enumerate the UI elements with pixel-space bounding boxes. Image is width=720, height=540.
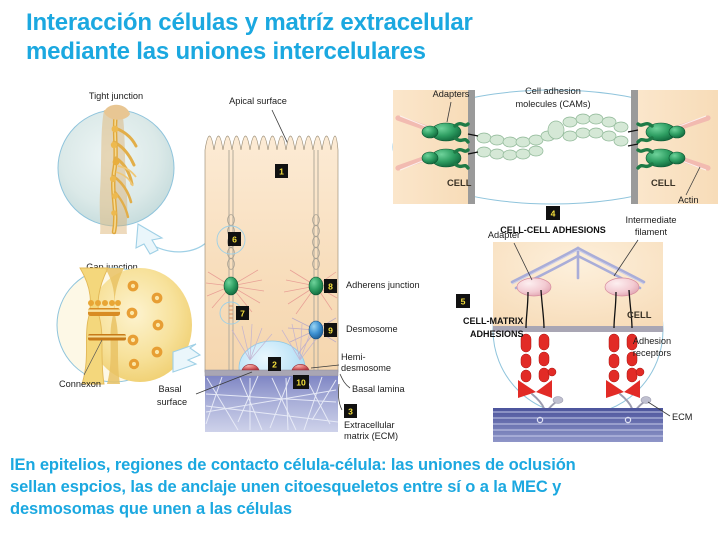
connexon-label: Connexon [59, 379, 101, 389]
svg-text:8: 8 [328, 282, 333, 292]
desmosome-right [308, 320, 324, 340]
desmosome-label: Desmosome [346, 324, 398, 334]
svg-text:6: 6 [232, 235, 237, 245]
basal-surface-label-1: Basal [159, 384, 182, 394]
marker-2: 2 [268, 357, 281, 371]
apical-surface-label: Apical surface [229, 96, 287, 106]
hemidesmosome-label-1: Hemi- [341, 352, 366, 362]
hemidesmosome-right [291, 364, 310, 371]
gap-junction-arrow [172, 343, 202, 373]
svg-text:2: 2 [272, 360, 277, 370]
caption-line-3: desmosomas que unen a las células [10, 499, 292, 518]
cams-label-2: molecules (CAMs) [515, 99, 590, 109]
cell-matrix-cell-label: CELL [627, 309, 652, 320]
ecm-label-1: Extracellular [344, 420, 395, 430]
svg-text:1: 1 [279, 167, 284, 177]
cell-left-label: CELL [447, 177, 472, 188]
epithelial-cell-panel: Apical surface [157, 96, 420, 441]
title-line-2: mediante las uniones intercelulares [26, 38, 426, 66]
intermediate-filament-label-2: filament [635, 227, 668, 237]
page-title: Interacción células y matríz extracelula… [26, 8, 666, 67]
cams-label-1: Cell adhesion [525, 86, 581, 96]
title-line-1: Interacción células y matríz extracelula… [26, 9, 473, 36]
svg-text:7: 7 [240, 309, 245, 319]
adherens-junction-right [308, 276, 324, 296]
svg-text:10: 10 [296, 378, 306, 388]
adhesion-receptors-label-2: receptors [633, 348, 672, 358]
cell-cell-adhesions-caption: CELL-CELL ADHESIONS [500, 225, 606, 235]
gap-junction-circle [56, 267, 172, 383]
svg-text:9: 9 [328, 326, 333, 336]
hemidesmosome-label-2: desmosome [341, 363, 391, 373]
adhesion-receptors-label-1: Adhesion [633, 336, 671, 346]
marker-5: 5 [456, 294, 470, 308]
svg-text:4: 4 [551, 209, 556, 219]
marker-8: 8 [324, 279, 337, 293]
hemidesmosome-left [241, 364, 260, 371]
basal-surface-label-2: surface [157, 397, 187, 407]
cell-matrix-circle [492, 244, 664, 416]
cell-matrix-caption-2: ADHESIONS [470, 329, 524, 339]
intermediate-filament-label-1: Intermediate [625, 215, 676, 225]
tight-junction-title: Tight junction [89, 91, 143, 101]
ecm-label-2: matrix (ECM) [344, 431, 398, 441]
hemidesmosome-filaments [231, 323, 321, 361]
adherens-junction-left [223, 276, 239, 296]
caption-line-2: sellan espcios, las de anclaje unen cito… [10, 477, 562, 496]
marker-9: 9 [324, 323, 337, 337]
gap-junction-panel: Gap junction [56, 262, 172, 389]
cell-matrix-ecm-label: ECM [672, 412, 692, 422]
slide-caption: lEn epitelios, regiones de contacto célu… [10, 455, 712, 521]
marker-3: 3 [344, 404, 357, 418]
cell-right-label: CELL [651, 177, 676, 188]
cell-cell-oval [392, 89, 714, 205]
marker-6: 6 [228, 232, 241, 246]
adherens-junction-label: Adherens junction [346, 280, 420, 290]
tight-junction-circle [57, 109, 175, 227]
cell-cell-adhesions-panel: Adapters Cell adhesion molecules (CAMs) … [392, 86, 714, 235]
marker-1: 1 [275, 164, 288, 178]
actin-label: Actin [678, 195, 698, 205]
marker-7: 7 [236, 306, 249, 320]
cell-matrix-adhesions-panel: Adapter Intermediate filament CELL Adhes… [456, 215, 692, 422]
tight-junction-arrow [135, 223, 208, 255]
svg-text:5: 5 [461, 297, 466, 307]
tight-junction-panel: Tight junction [57, 91, 175, 227]
gap-junction-title: Gap junction [86, 262, 138, 272]
basal-lamina-label: Basal lamina [352, 384, 405, 394]
marker-4: 4 [546, 206, 560, 220]
caption-line-1: lEn epitelios, regiones de contacto célu… [10, 456, 576, 474]
cell-matrix-caption-1: CELL-MATRIX [463, 316, 523, 326]
svg-text:3: 3 [348, 407, 353, 417]
marker-10: 10 [293, 375, 309, 389]
adapters-label: Adapters [433, 89, 470, 99]
adapter-label: Adapter [488, 230, 520, 240]
figure-diagram: Tight junction [0, 72, 720, 450]
extracellular-matrix [205, 376, 338, 432]
